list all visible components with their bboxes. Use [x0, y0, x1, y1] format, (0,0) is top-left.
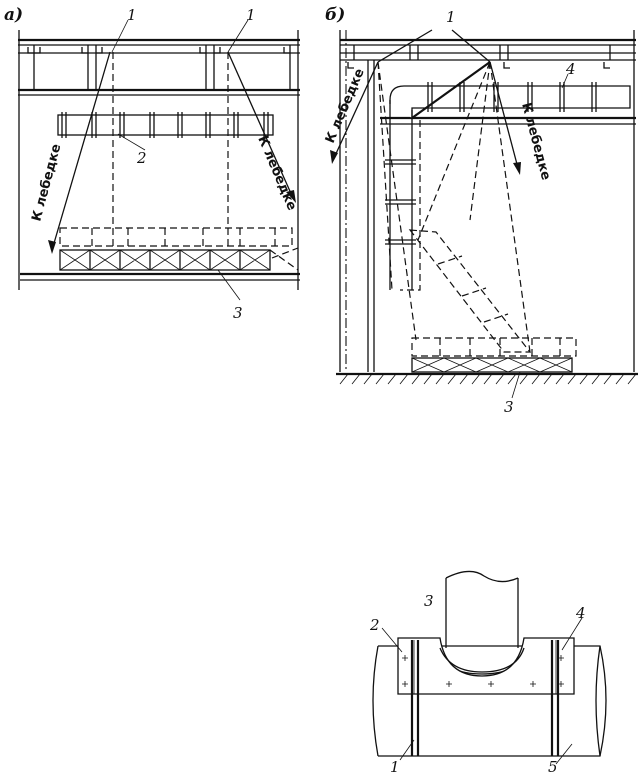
- figure-a-callout-2: 2: [136, 149, 147, 167]
- figure-c-callout-3: 3: [424, 592, 434, 610]
- figure-a-callout-1-left: 1: [127, 6, 137, 24]
- figure-c-callout-5: 5: [548, 758, 558, 776]
- figure-b: б): [323, 5, 638, 416]
- figure-b-callout-1: 1: [446, 8, 456, 26]
- figure-b-title: б): [325, 5, 345, 25]
- figure-c-callout-2: 2: [369, 616, 380, 634]
- figure-c-callout-1: 1: [390, 758, 400, 776]
- figure-c-callout-4: 4: [575, 604, 586, 622]
- figure-a-title: а): [4, 5, 23, 25]
- figure-a: а): [4, 5, 300, 322]
- figure-a-callout-1-right: 1: [246, 6, 256, 24]
- figure-a-callout-3: 3: [233, 304, 243, 322]
- figure-c: 3 2 4 1 5: [369, 570, 607, 776]
- figure-b-callout-4: 4: [565, 60, 576, 78]
- figure-a-winch-label-left: К лебедке: [29, 142, 64, 223]
- figure-a-winch-label-right: К лебедке: [254, 134, 299, 213]
- figure-b-winch-label-right: К лебедке: [518, 101, 553, 182]
- figure-b-callout-3: 3: [504, 398, 514, 416]
